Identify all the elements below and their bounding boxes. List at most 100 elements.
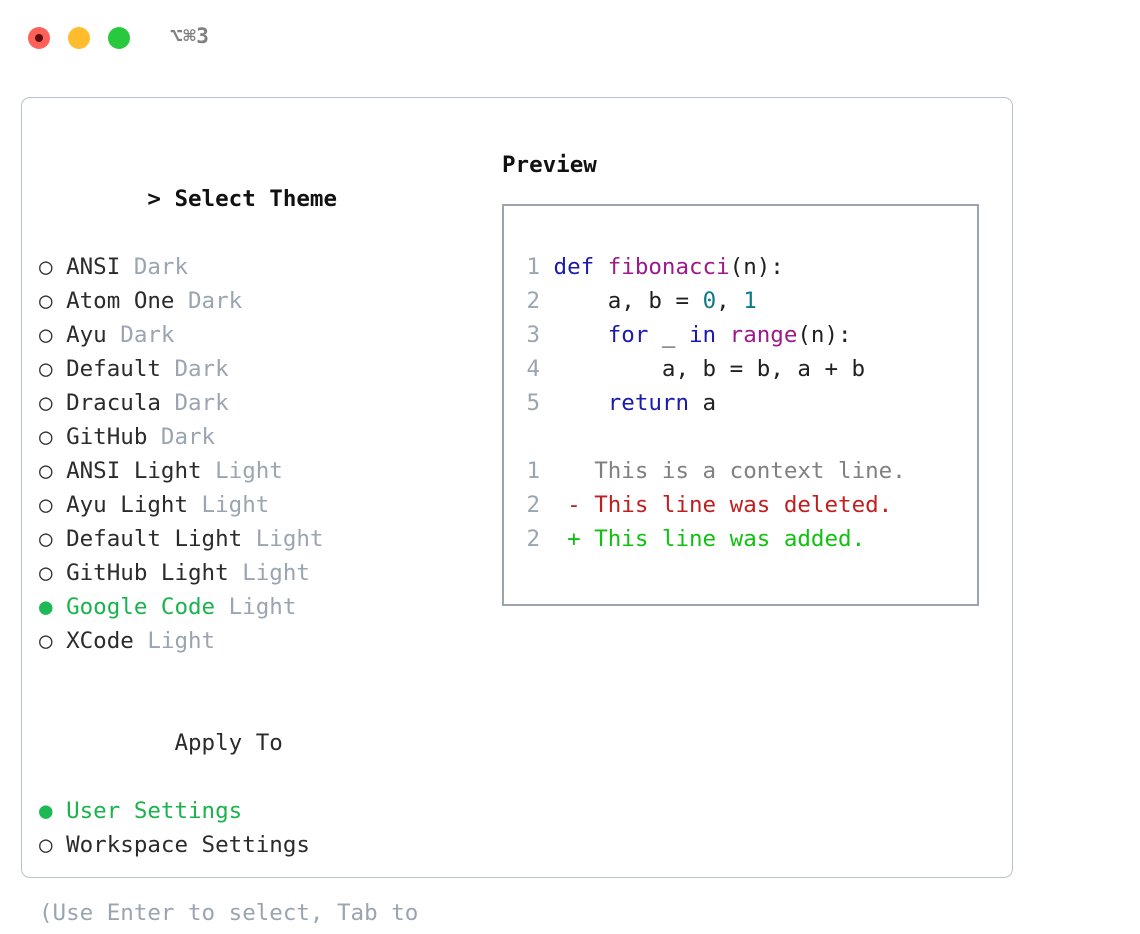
diff-line: 2 + This line was added. [520,522,977,556]
apply-to-option-label: User Settings [66,798,243,824]
apply-to-heading: Apply To [39,692,479,794]
theme-name: ANSI [66,254,121,280]
diff-marker: + [540,526,595,552]
theme-list-item[interactable]: ○ Ayu Light Light [39,488,479,522]
diff-line: 2 - This line was deleted. [520,488,977,522]
theme-list-item[interactable]: ○ XCode Light [39,624,479,658]
code-token: (n): [797,322,852,348]
preview-column: Preview 1 def fibonacci(n):2 a, b = 0, 1… [502,148,997,606]
theme-name: Google Code [66,594,216,620]
theme-name: GitHub [66,424,148,450]
theme-list: ○ ANSI Dark○ Atom One Dark○ Ayu Dark○ De… [39,250,479,658]
theme-variant-label: Dark [160,390,229,416]
code-token: , [716,288,744,314]
theme-list-item[interactable]: ○ Dracula Dark [39,386,479,420]
code-token: a [689,390,717,416]
radio-unselected-icon: ○ [39,390,67,416]
page-title: Select Theme [174,186,338,212]
diff-text: This line was deleted. [594,492,893,518]
theme-variant-label: Dark [120,254,189,280]
theme-name: Default [66,356,161,382]
section-spacer [39,658,479,692]
theme-list-item[interactable]: ● Google Code Light [39,590,479,624]
theme-variant-label: Dark [160,356,229,382]
radio-unselected-icon: ○ [39,492,67,518]
diff-line-number: 2 [526,526,540,552]
theme-picker-column: > Select Theme ○ ANSI Dark○ Atom One Dar… [39,148,479,934]
code-token: fibonacci [607,254,730,280]
radio-selected-icon: ● [39,594,67,620]
code-token: a, b = b, a + b [553,356,866,382]
radio-unselected-icon: ○ [39,526,67,552]
theme-picker-heading: > Select Theme [39,148,479,250]
theme-list-item[interactable]: ○ ANSI Light Light [39,454,479,488]
code-token [716,322,730,348]
radio-unselected-icon: ○ [39,560,67,586]
code-token [594,254,608,280]
apply-to-item[interactable]: ○ Workspace Settings [39,828,479,862]
code-token: a, b = [553,288,703,314]
code-token [554,322,608,348]
theme-list-item[interactable]: ○ GitHub Light Light [39,556,479,590]
diff-marker: - [540,492,595,518]
theme-list-item[interactable]: ○ Ayu Dark [39,318,479,352]
apply-to-item[interactable]: ● User Settings [39,794,479,828]
theme-variant-label: Light [133,628,216,654]
theme-name: Default Light [66,526,243,552]
theme-name: XCode [66,628,134,654]
theme-variant-label: Light [228,560,310,586]
theme-variant-label: Dark [106,322,175,348]
close-icon [35,34,43,42]
diff-sample: 1 This is a context line.2 - This line w… [520,454,977,556]
theme-name: Ayu [66,322,107,348]
code-line: 5 return a [520,386,977,420]
diff-marker [540,458,594,484]
diff-line-number: 1 [526,458,540,484]
theme-name: Ayu Light [66,492,189,518]
radio-unselected-icon: ○ [39,458,67,484]
theme-list-item[interactable]: ○ ANSI Dark [39,250,479,284]
maximize-window-button[interactable] [108,27,130,49]
prompt-caret-icon: > [147,186,175,212]
diff-line: 1 This is a context line. [520,454,977,488]
code-line: 4 a, b = b, a + b [520,352,977,386]
code-line-number: 2 [526,288,540,314]
code-gutter-space [540,322,554,348]
code-gutter-space [540,356,554,382]
radio-unselected-icon: ○ [39,628,67,654]
theme-variant-label: Light [215,594,297,620]
theme-variant-label: Dark [147,424,216,450]
radio-unselected-icon: ○ [39,356,67,382]
apply-to-option-label: Workspace Settings [66,832,310,858]
code-line-number: 4 [526,356,540,382]
theme-variant-label: Light [201,458,283,484]
code-token: def [553,254,595,280]
apply-to-label: Apply To [174,730,283,756]
apply-to-list: ● User Settings○ Workspace Settings [39,794,479,862]
code-line: 1 def fibonacci(n): [520,250,977,284]
diff-text: This line was added. [594,526,866,552]
title-bar: ⌥⌘3 [0,0,1140,78]
radio-unselected-icon: ○ [39,288,67,314]
theme-name: GitHub Light [66,560,229,586]
theme-list-item[interactable]: ○ Atom One Dark [39,284,479,318]
code-diff-separator [520,420,977,454]
diff-line-number: 2 [526,492,540,518]
code-line-number: 1 [526,254,540,280]
theme-name: Dracula [66,390,161,416]
dialog-panel: > Select Theme ○ ANSI Dark○ Atom One Dar… [21,97,1013,926]
code-token: 1 [743,288,757,314]
radio-unselected-icon: ○ [39,832,67,858]
minimize-window-button[interactable] [68,27,90,49]
diff-text: This is a context line. [594,458,906,484]
theme-list-item[interactable]: ○ Default Light Light [39,522,479,556]
radio-unselected-icon: ○ [39,424,67,450]
code-token [554,390,608,416]
theme-list-item[interactable]: ○ GitHub Dark [39,420,479,454]
theme-list-item[interactable]: ○ Default Dark [39,352,479,386]
radio-unselected-icon: ○ [39,322,67,348]
theme-name: Atom One [66,288,175,314]
code-line-number: 3 [526,322,540,348]
blank-marker [147,730,174,756]
